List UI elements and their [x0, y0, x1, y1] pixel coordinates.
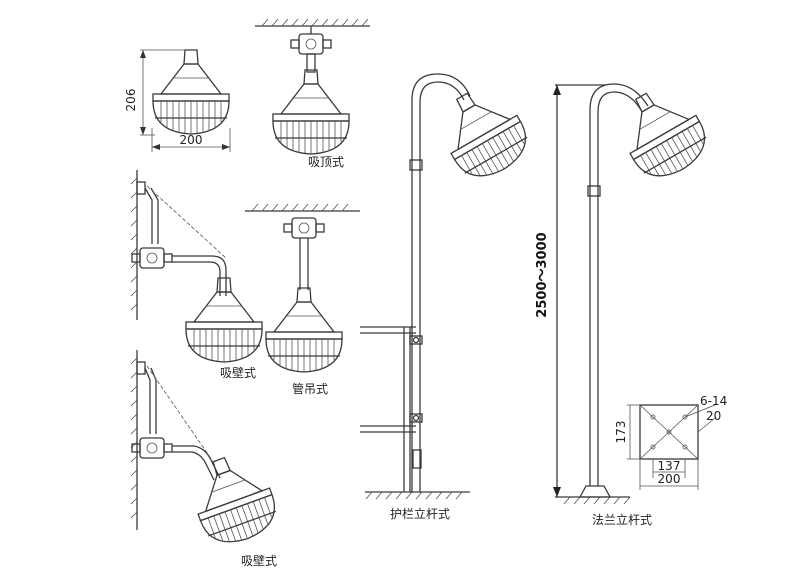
caption-flange-pole: 法兰立杆式 [592, 512, 652, 527]
ceiling-mount-lamp [255, 18, 370, 155]
flange-pole-lamp [553, 76, 717, 505]
caption-wall-mount-2: 吸壁式 [241, 553, 277, 568]
dim-flange-side: 173 [614, 421, 628, 444]
pendant-pipe-lamp [245, 203, 360, 373]
caption-pendant-mount: 管吊式 [292, 381, 328, 396]
dim-flange-inner: 137 [658, 459, 681, 473]
dim-lamp-width: 200 [180, 133, 203, 147]
guardrail-pole-lamp [360, 73, 538, 500]
dim-flange-offset: 20 [706, 409, 721, 423]
caption-guardrail-pole: 护栏立杆式 [390, 506, 450, 521]
dim-bolt-spec: 6-14 [700, 394, 727, 408]
wall-mount-lamp-lower [130, 350, 284, 553]
caption-ceiling-mount: 吸顶式 [308, 155, 344, 169]
dimensioned-lamp [140, 49, 231, 152]
dim-flange-outer: 200 [658, 472, 681, 486]
dim-pole-height: 2500～3000 [535, 232, 550, 317]
wall-mount-lamp-upper [130, 170, 263, 363]
dim-lamp-height: 206 [124, 89, 138, 112]
caption-wall-mount-1: 吸壁式 [220, 365, 256, 380]
